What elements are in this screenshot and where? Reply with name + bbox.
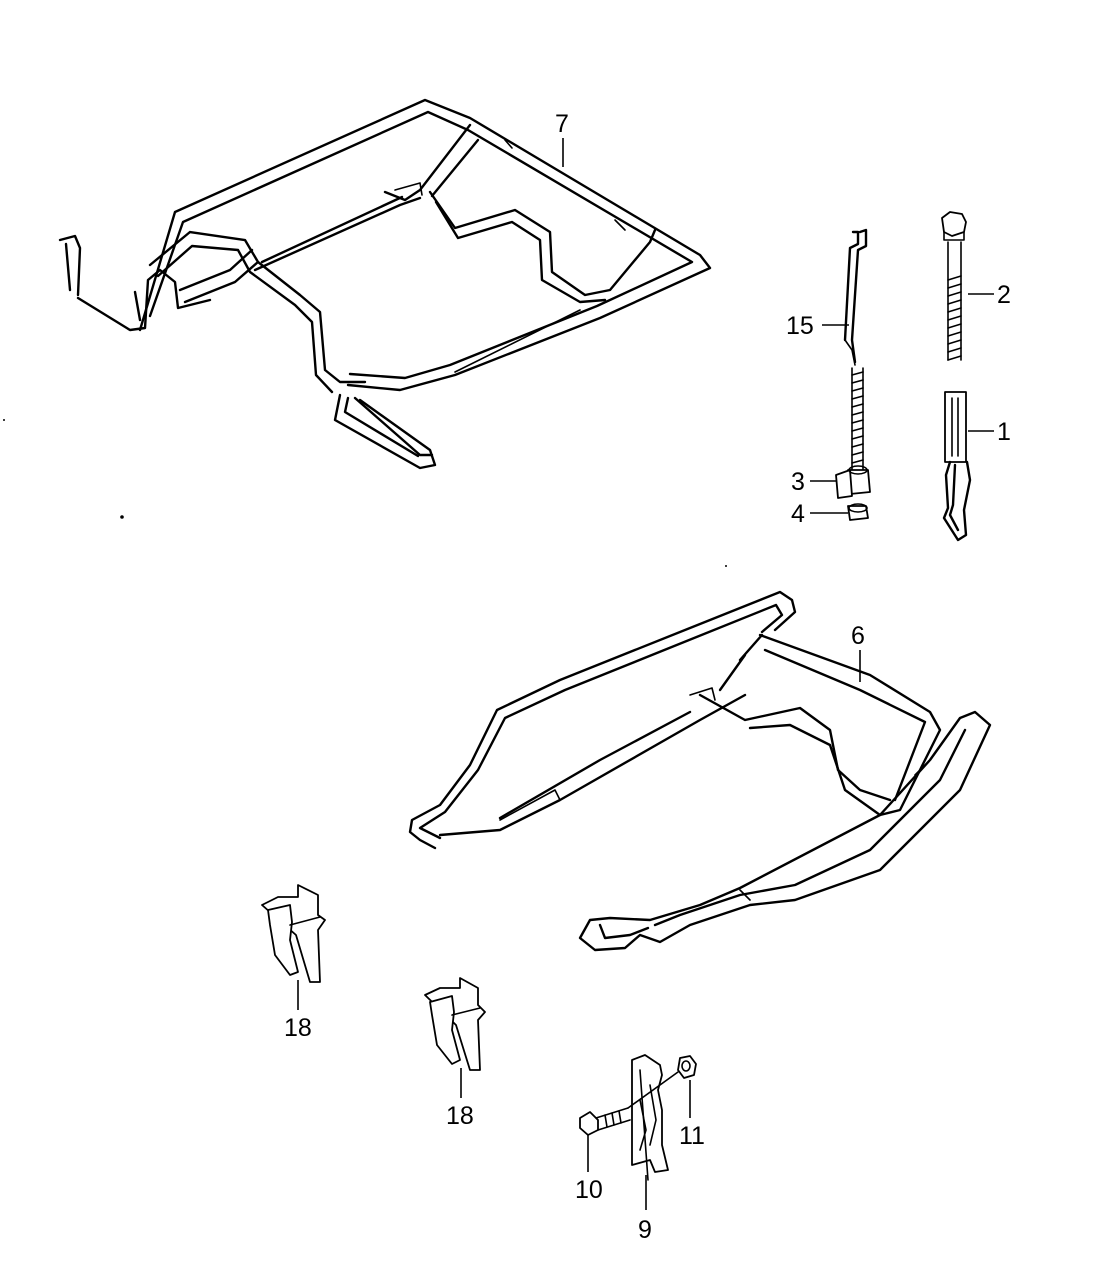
callout-4: 4 xyxy=(791,500,805,528)
part-9-bracket xyxy=(631,1054,669,1181)
callout-9: 9 xyxy=(638,1216,652,1244)
speck xyxy=(725,565,727,567)
callout-15: 15 xyxy=(786,312,814,340)
callout-10: 10 xyxy=(575,1176,603,1204)
callout-6: 6 xyxy=(851,622,865,650)
callout-18-b: 18 xyxy=(446,1102,474,1130)
part-2-bolt xyxy=(941,211,967,361)
callout-11: 11 xyxy=(679,1122,705,1150)
part-11-nut xyxy=(677,1055,697,1079)
part-6-seat-frame xyxy=(408,590,992,952)
callout-1: 1 xyxy=(997,418,1011,446)
part-15-threaded-rod xyxy=(843,228,868,471)
leader-lines xyxy=(297,138,994,1210)
part-10-bolt xyxy=(579,1107,631,1136)
speck xyxy=(3,419,5,421)
callout-3: 3 xyxy=(791,468,805,496)
part-7-seat-frame xyxy=(58,98,712,470)
part-1-hook xyxy=(942,391,972,542)
callout-18-a: 18 xyxy=(284,1014,312,1042)
callout-2: 2 xyxy=(997,281,1011,309)
speck xyxy=(120,515,124,519)
part-18-bracket-a xyxy=(261,884,326,983)
part-3-clip xyxy=(835,465,871,499)
callout-7: 7 xyxy=(555,110,569,138)
part-4-nut xyxy=(847,503,869,521)
part-18-bracket-b xyxy=(424,977,486,1071)
